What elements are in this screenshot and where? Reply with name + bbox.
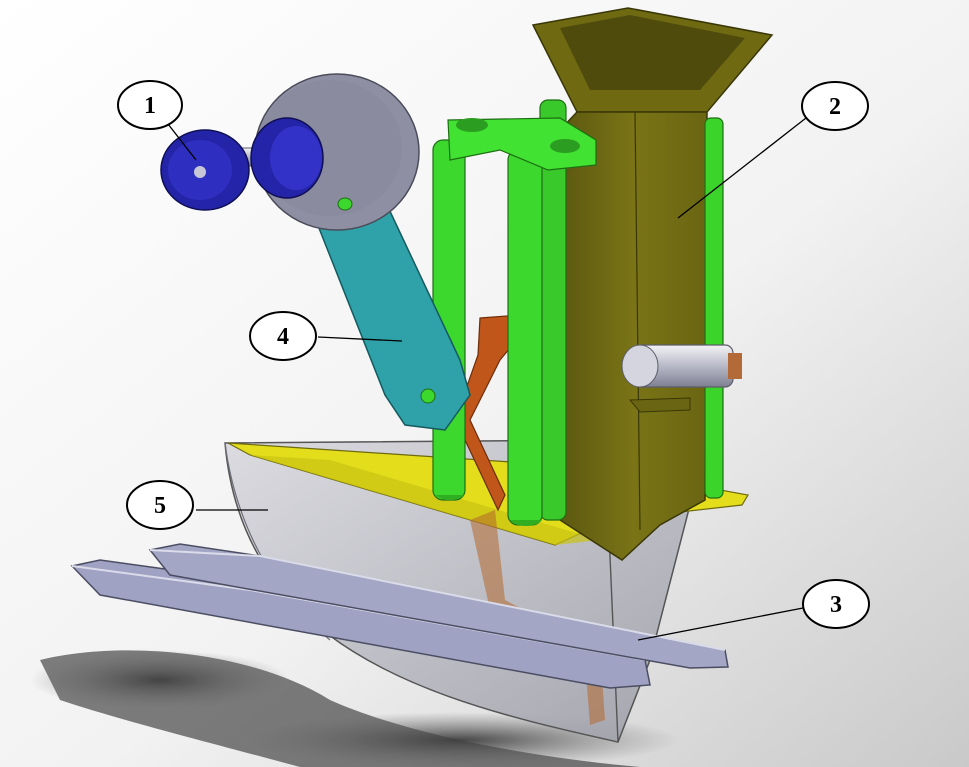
callout-1: 1 bbox=[117, 80, 183, 130]
green-frame bbox=[432, 99, 724, 526]
crank-arm bbox=[314, 189, 471, 431]
callout-4-label: 4 bbox=[277, 324, 289, 350]
callout-2: 2 bbox=[801, 81, 869, 131]
leader-3 bbox=[637, 607, 804, 641]
leader-4 bbox=[317, 336, 403, 342]
metering-cylinder bbox=[621, 344, 742, 413]
callout-5-label: 5 bbox=[154, 493, 166, 519]
callout-2-label: 2 bbox=[829, 94, 841, 120]
callout-3-label: 3 bbox=[830, 592, 842, 618]
runners bbox=[70, 543, 729, 689]
leader-2 bbox=[677, 117, 807, 219]
callout-4: 4 bbox=[249, 311, 317, 361]
seed-hopper bbox=[531, 7, 774, 561]
callout-1-label: 1 bbox=[144, 93, 156, 119]
callout-3: 3 bbox=[802, 579, 870, 629]
callout-5: 5 bbox=[126, 480, 194, 530]
callout-leaders bbox=[167, 117, 807, 641]
blue-knob bbox=[160, 117, 324, 211]
leader-1 bbox=[167, 123, 197, 161]
